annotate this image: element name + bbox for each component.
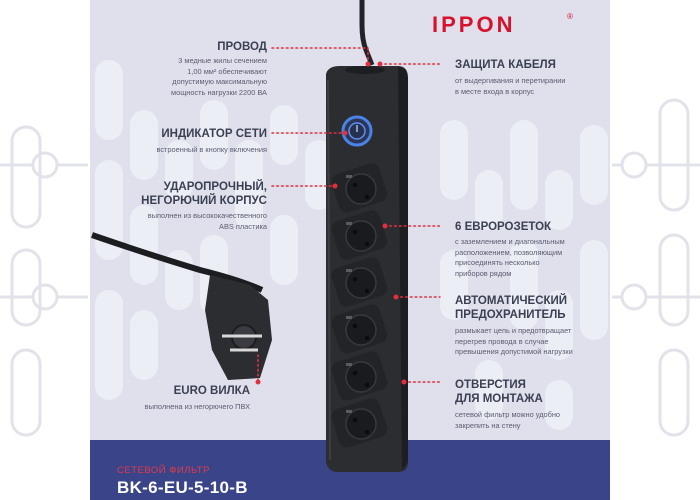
indicator-title: ИНДИКАТОР СЕТИ <box>161 128 267 140</box>
socket <box>331 163 388 213</box>
plug-desc: выполнена из негорючего ПВХ <box>144 402 250 411</box>
model-name: BK-6-EU-5-10-B <box>117 478 248 497</box>
case-title: УДАРОПРОЧНЫЙ,НЕГОРЮЧИЙ КОРПУС <box>141 181 267 207</box>
socket <box>331 257 388 307</box>
brand-logo: IPPON <box>432 12 516 37</box>
socket <box>331 398 388 448</box>
euro-plug <box>205 275 272 380</box>
registered-mark: ® <box>567 12 573 21</box>
leader-lines <box>257 47 441 383</box>
sockets-title: 6 ЕВРОРОЗЕТОК <box>455 221 552 233</box>
sockets-group <box>331 163 388 448</box>
cable-protection-title: ЗАЩИТА КАБЕЛЯ <box>455 59 556 71</box>
wire-title: ПРОВОД <box>217 41 267 53</box>
socket <box>331 351 388 401</box>
leader-dots <box>255 61 407 385</box>
indicator-desc: встроенный в кнопку включения <box>156 145 268 154</box>
socket <box>331 210 388 260</box>
plug-title: EURO ВИЛКА <box>173 385 250 397</box>
socket <box>331 304 388 354</box>
product-category: СЕТЕВОЙ ФИЛЬТР <box>117 465 210 476</box>
